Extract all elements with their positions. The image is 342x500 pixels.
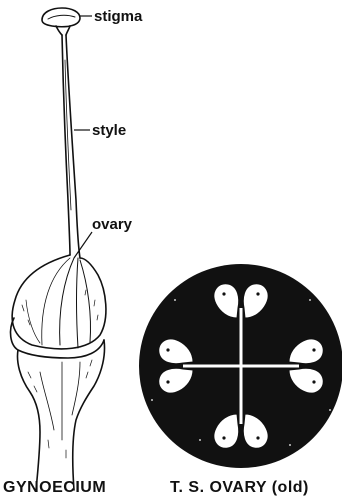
gynoecium-drawing (11, 8, 106, 490)
label-stigma: stigma (94, 8, 143, 25)
caption-ts-ovary: T. S. OVARY (old) (170, 479, 309, 496)
ovary-leader (74, 232, 92, 258)
style-shape (62, 35, 80, 258)
stigma-shape (42, 8, 80, 27)
label-ovary: ovary (92, 216, 133, 233)
label-style: style (92, 122, 126, 139)
ovary-cross-section (139, 264, 342, 468)
caption-gynoecium: GYNOECIUM (3, 479, 106, 496)
